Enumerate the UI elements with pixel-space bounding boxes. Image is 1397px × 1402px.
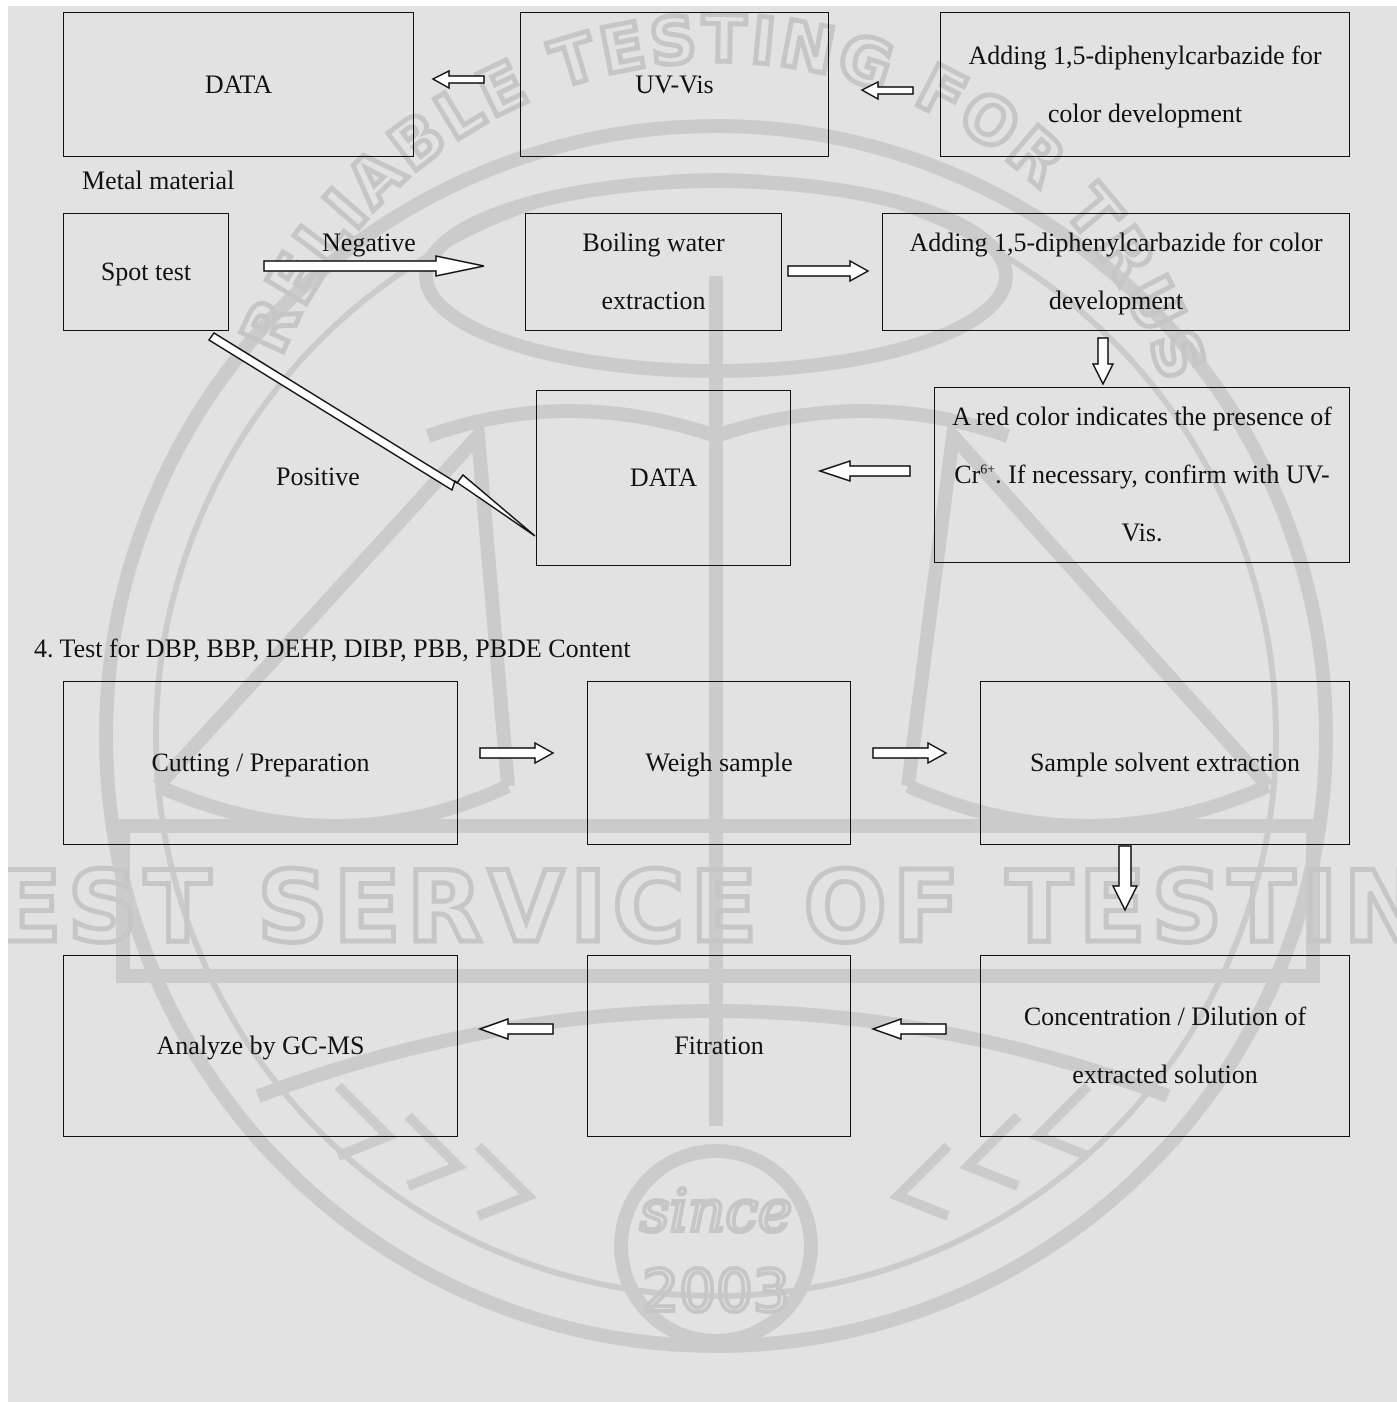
- flow-arrows: [207, 69, 1139, 1041]
- box-boiling-label: Boiling water extraction: [582, 228, 725, 315]
- arrow-right-boiling-to-adding: [787, 259, 870, 283]
- arrow-right-cutting-to-weigh: [479, 741, 555, 765]
- box-adding-mid-label: Adding 1,5-diphenylcarbazide for color d…: [909, 228, 1323, 315]
- box-adding-top: Adding 1,5-diphenylcarbazide for color d…: [940, 12, 1350, 157]
- arrow-left-adding-to-uvvis: [860, 80, 914, 101]
- box-uvvis-label: UV-Vis: [635, 69, 714, 99]
- box-concentration: Concentration / Dilution of extracted so…: [980, 955, 1350, 1137]
- watermark-since-text: since: [640, 1177, 792, 1245]
- box-red-color-label: A red color indicates the presence of Cr…: [941, 388, 1343, 562]
- box-data-mid-label: DATA: [629, 463, 698, 492]
- box-data-top: DATA: [63, 12, 414, 157]
- box-data-mid: DATA: [536, 390, 791, 566]
- box-gcms-label: Analyze by GC-MS: [156, 1031, 365, 1060]
- box-boiling: Boiling water extraction: [525, 213, 782, 331]
- box-cutting: Cutting / Preparation: [63, 681, 458, 845]
- watermark-banner-text: BEST SERVICE OF TESTING: [8, 851, 1397, 965]
- box-data-top-label: DATA: [204, 69, 273, 99]
- red-color-superscript: 6+: [980, 462, 996, 478]
- box-extraction-label: Sample solvent extraction: [1029, 748, 1301, 777]
- box-concentration-label: Concentration / Dilution of extracted so…: [1023, 1002, 1307, 1089]
- box-gcms: Analyze by GC-MS: [63, 955, 458, 1137]
- box-weigh-label: Weigh sample: [645, 748, 793, 777]
- arrow-right-weigh-to-extraction: [872, 741, 948, 765]
- box-adding-top-label: Adding 1,5-diphenylcarbazide for color d…: [968, 40, 1322, 128]
- arrow-down-adding-to-red: [1091, 337, 1115, 386]
- watermark-year-text: 2003: [642, 1257, 790, 1325]
- section4-heading: 4. Test for DBP, BBP, DEHP, DIBP, PBB, P…: [34, 634, 631, 663]
- box-cutting-label: Cutting / Preparation: [151, 748, 370, 777]
- box-adding-mid: Adding 1,5-diphenylcarbazide for color d…: [882, 213, 1350, 331]
- box-spot-test: Spot test: [63, 213, 229, 331]
- box-filtration-label: Fitration: [674, 1031, 764, 1060]
- box-filtration: Fitration: [587, 955, 851, 1137]
- flowchart-canvas: A RELIABLE TESTING FOR TRUST BEST SERVIC…: [8, 6, 1397, 1402]
- arrow-left-filtration-to-gcms: [477, 1017, 554, 1041]
- box-extraction: Sample solvent extraction: [980, 681, 1350, 845]
- metal-material-label: Metal material: [82, 166, 235, 195]
- box-weigh: Weigh sample: [587, 681, 851, 845]
- arrow-left-concentration-to-filtration: [870, 1017, 947, 1041]
- arrow-left-red-to-data: [817, 459, 911, 483]
- arrow-left-uvvis-to-data: [431, 69, 485, 90]
- arrow-down-extraction-to-concentration: [1111, 845, 1139, 912]
- arrow-positive: [207, 331, 536, 537]
- red-color-text-post: . If necessary, confirm with UV-Vis.: [995, 460, 1330, 547]
- box-spot-test-label: Spot test: [100, 257, 192, 286]
- red-color-text-pre: A red color indicates the presence of Cr: [952, 402, 1332, 489]
- box-red-color: A red color indicates the presence of Cr…: [934, 387, 1350, 563]
- negative-label: Negative: [322, 228, 416, 257]
- arrow-negative: [263, 255, 485, 277]
- box-uvvis: UV-Vis: [520, 12, 829, 157]
- positive-label: Positive: [276, 462, 360, 491]
